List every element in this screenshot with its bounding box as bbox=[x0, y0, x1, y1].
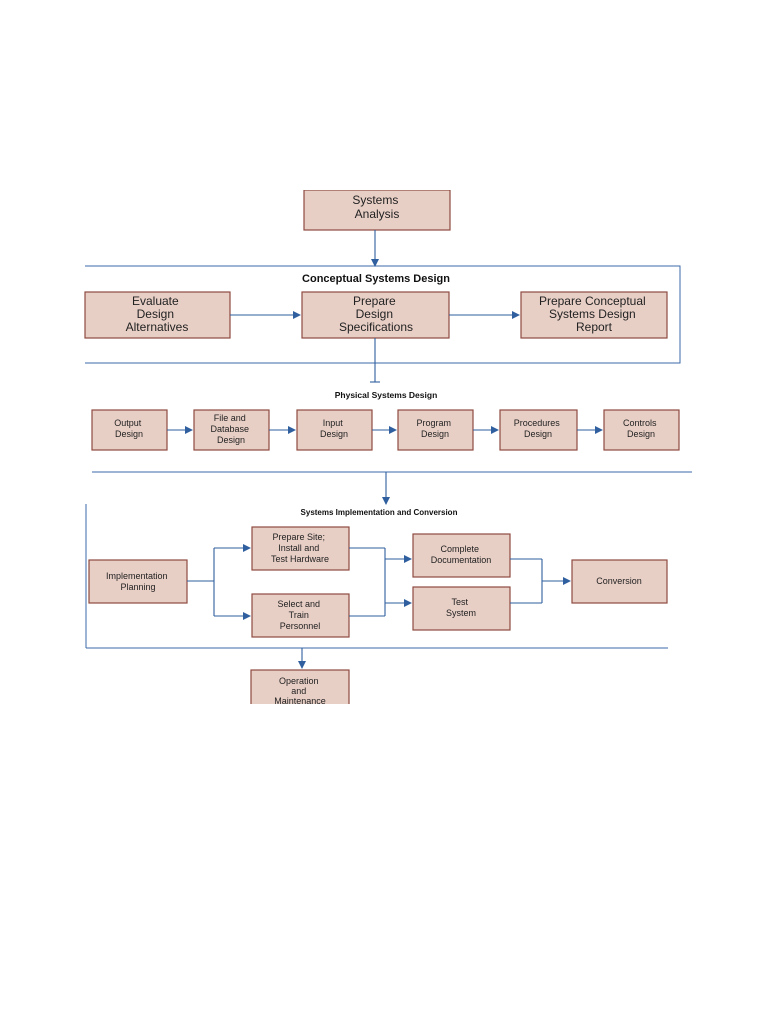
prepare-specifications-box: Prepare Design Specifications bbox=[301, 291, 450, 339]
prepare-line-1: Prepare bbox=[353, 294, 396, 308]
site-line-3: Test Hardware bbox=[271, 554, 329, 564]
svg-text:Complete Documentati: Complete Documentation bbox=[431, 544, 492, 565]
svg-text:Input Design: Input Design bbox=[320, 418, 348, 439]
input-line-2: Design bbox=[320, 429, 348, 439]
procedures-line-2: Design bbox=[524, 429, 552, 439]
report-line-1: Prepare Conceptual bbox=[539, 294, 646, 308]
test-system-box: Test System bbox=[412, 586, 511, 631]
physical-design-title: Physical Systems Design bbox=[335, 390, 438, 400]
report-line-2: Systems Design bbox=[549, 307, 636, 321]
site-line-1: Prepare Site; bbox=[272, 532, 325, 542]
design-report-box: Prepare Conceptual Systems Design Report bbox=[520, 291, 668, 339]
svg-text:Select and Train: Select and Train Personnel bbox=[277, 599, 322, 631]
complete-documentation-box: Complete Documentation bbox=[412, 533, 511, 578]
svg-text:Systems Analysis: Systems Analysis bbox=[352, 193, 401, 221]
file-database-design-box: File and Database Design bbox=[193, 409, 270, 451]
report-line-3: Report bbox=[576, 320, 613, 334]
output-design-box: Output Design bbox=[91, 409, 168, 451]
conceptual-frame bbox=[85, 265, 681, 364]
prepare-line-3: Specifications bbox=[339, 320, 413, 334]
controls-line-2: Design bbox=[627, 429, 655, 439]
output-line-1: Output bbox=[114, 418, 142, 428]
prepare-line-2: Design bbox=[356, 307, 393, 321]
documentation-line-1: Complete bbox=[440, 544, 479, 554]
program-line-2: Design bbox=[421, 429, 449, 439]
svg-text:Test System: Test System bbox=[446, 597, 476, 618]
program-design-box: Program Design bbox=[397, 409, 474, 451]
operation-line-2: and bbox=[291, 686, 306, 696]
implementation-planning-box: Implementation Planning bbox=[88, 559, 188, 604]
evaluate-alternatives-box: Evaluate Design Alternatives bbox=[84, 291, 231, 339]
implementation-section: Systems Implementation and Conversion Im… bbox=[85, 504, 668, 669]
file-db-line-2: Database bbox=[210, 424, 249, 434]
site-line-2: Install and bbox=[278, 543, 319, 553]
svg-text:Conversion: Conversion bbox=[596, 576, 642, 586]
prepare-site-box: Prepare Site; Install and Test Hardware bbox=[251, 526, 350, 571]
evaluate-line-3: Alternatives bbox=[126, 320, 189, 334]
conceptual-design-section: Conceptual Systems Design Evaluate Desig… bbox=[84, 265, 681, 383]
output-line-2: Design bbox=[115, 429, 143, 439]
conceptual-design-title: Conceptual Systems Design bbox=[302, 273, 450, 285]
procedures-line-1: Procedures bbox=[514, 418, 561, 428]
file-db-line-3: Design bbox=[217, 435, 245, 445]
implementation-title: Systems Implementation and Conversion bbox=[301, 508, 458, 517]
svg-text:Evaluate Design: Evaluate Design Alternatives bbox=[126, 294, 189, 334]
personnel-line-3: Personnel bbox=[280, 621, 321, 631]
svg-text:Procedures Design: Procedures Design bbox=[514, 418, 563, 439]
planning-line-1: Implementation bbox=[106, 571, 168, 581]
systems-analysis-line-2: Analysis bbox=[355, 207, 400, 221]
controls-design-box: Controls Design bbox=[603, 409, 680, 451]
evaluate-line-2: Design bbox=[137, 307, 174, 321]
test-line-1: Test bbox=[451, 597, 468, 607]
documentation-line-2: Documentation bbox=[431, 555, 492, 565]
personnel-line-2: Train bbox=[289, 610, 309, 620]
select-personnel-box: Select and Train Personnel bbox=[251, 593, 350, 638]
planning-line-2: Planning bbox=[120, 582, 155, 592]
operation-line-3: Maintenance bbox=[274, 696, 326, 706]
conversion-box: Conversion bbox=[571, 559, 668, 604]
file-db-line-1: File and bbox=[214, 413, 246, 423]
svg-text:Program Design: Program Design bbox=[416, 418, 453, 439]
program-line-1: Program bbox=[416, 418, 451, 428]
controls-line-1: Controls bbox=[623, 418, 657, 428]
svg-text:Prepare Design: Prepare Design Specifications bbox=[339, 294, 413, 334]
svg-text:Output Design: Output Design bbox=[114, 418, 144, 439]
evaluate-line-1: Evaluate bbox=[132, 294, 179, 308]
systems-analysis-line-1: Systems bbox=[352, 193, 398, 207]
personnel-line-1: Select and bbox=[277, 599, 320, 609]
svg-text:Implementation Plann: Implementation Planning bbox=[106, 571, 170, 592]
svg-text:Prepare Site; Instal: Prepare Site; Install and Test Hardware bbox=[271, 532, 329, 564]
input-design-box: Input Design bbox=[296, 409, 373, 451]
svg-text:Controls Design: Controls Design bbox=[623, 418, 659, 439]
conversion-line-1: Conversion bbox=[596, 576, 642, 586]
operation-maintenance-box: Operation and Maintenance bbox=[250, 669, 350, 706]
procedures-design-box: Procedures Design bbox=[499, 409, 578, 451]
test-line-2: System bbox=[446, 608, 476, 618]
physical-design-section: Physical Systems Design Output Design Fi… bbox=[91, 390, 692, 505]
operation-line-1: Operation bbox=[279, 676, 319, 686]
svg-text:Prepare Conceptual S: Prepare Conceptual Systems Design Report bbox=[539, 294, 649, 334]
input-line-1: Input bbox=[323, 418, 344, 428]
systems-analysis-box: Systems Analysis bbox=[303, 190, 451, 231]
svg-text:Operation and: Operation and Maintenance bbox=[274, 676, 326, 706]
svg-text:File and Database: File and Database Design bbox=[210, 413, 251, 445]
